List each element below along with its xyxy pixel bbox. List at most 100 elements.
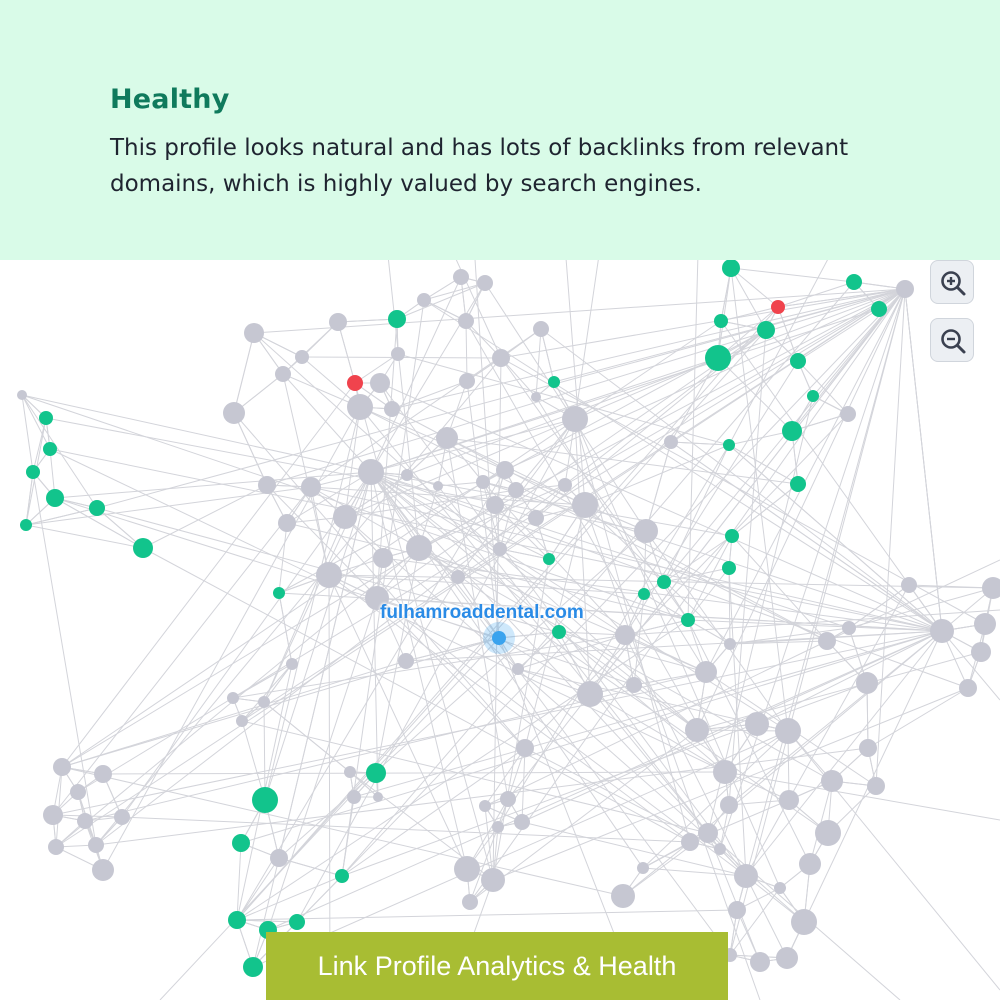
referring-domain-node[interactable] [486, 496, 504, 514]
healthy-domain-node[interactable] [757, 321, 775, 339]
referring-domain-node[interactable] [370, 373, 390, 393]
healthy-domain-node[interactable] [243, 957, 263, 977]
referring-domain-node[interactable] [626, 677, 642, 693]
referring-domain-node[interactable] [714, 843, 726, 855]
referring-domain-node[interactable] [516, 739, 534, 757]
referring-domain-node[interactable] [227, 692, 239, 704]
healthy-domain-node[interactable] [807, 390, 819, 402]
referring-domain-node[interactable] [734, 864, 758, 888]
referring-domain-node[interactable] [493, 542, 507, 556]
focus-domain-label[interactable]: fulhamroaddental.com [380, 602, 584, 623]
referring-domain-node[interactable] [433, 481, 443, 491]
referring-domain-node[interactable] [270, 849, 288, 867]
healthy-domain-node[interactable] [388, 310, 406, 328]
zoom-in-button[interactable] [930, 260, 974, 304]
referring-domain-node[interactable] [77, 813, 93, 829]
referring-domain-node[interactable] [479, 800, 491, 812]
referring-domain-node[interactable] [815, 820, 841, 846]
referring-domain-node[interactable] [496, 461, 514, 479]
referring-domain-node[interactable] [476, 475, 490, 489]
referring-domain-node[interactable] [799, 853, 821, 875]
referring-domain-node[interactable] [286, 658, 298, 670]
referring-domain-node[interactable] [533, 321, 549, 337]
referring-domain-node[interactable] [856, 672, 878, 694]
referring-domain-node[interactable] [53, 758, 71, 776]
referring-domain-node[interactable] [236, 715, 248, 727]
referring-domain-node[interactable] [417, 293, 431, 307]
referring-domain-node[interactable] [896, 280, 914, 298]
referring-domain-node[interactable] [508, 482, 524, 498]
referring-domain-node[interactable] [982, 577, 1000, 599]
focus-domain-node[interactable] [492, 631, 506, 645]
healthy-domain-node[interactable] [723, 439, 735, 451]
healthy-domain-node[interactable] [43, 442, 57, 456]
healthy-domain-node[interactable] [782, 421, 802, 441]
healthy-domain-node[interactable] [846, 274, 862, 290]
healthy-domain-node[interactable] [548, 376, 560, 388]
referring-domain-node[interactable] [750, 952, 770, 972]
toxic-domain-node[interactable] [347, 375, 363, 391]
referring-domain-node[interactable] [577, 681, 603, 707]
healthy-domain-node[interactable] [657, 575, 671, 589]
referring-domain-node[interactable] [492, 821, 504, 833]
referring-domain-node[interactable] [114, 809, 130, 825]
healthy-domain-node[interactable] [705, 345, 731, 371]
referring-domain-node[interactable] [258, 476, 276, 494]
referring-domain-node[interactable] [776, 947, 798, 969]
healthy-domain-node[interactable] [273, 587, 285, 599]
referring-domain-node[interactable] [275, 366, 291, 382]
healthy-domain-node[interactable] [20, 519, 32, 531]
referring-domain-node[interactable] [698, 823, 718, 843]
referring-domain-node[interactable] [664, 435, 678, 449]
referring-domain-node[interactable] [301, 477, 321, 497]
healthy-domain-node[interactable] [790, 476, 806, 492]
referring-domain-node[interactable] [454, 856, 480, 882]
referring-domain-node[interactable] [775, 718, 801, 744]
referring-domain-node[interactable] [481, 868, 505, 892]
referring-domain-node[interactable] [971, 642, 991, 662]
referring-domain-node[interactable] [358, 459, 384, 485]
referring-domain-node[interactable] [459, 373, 475, 389]
referring-domain-node[interactable] [344, 766, 356, 778]
referring-domain-node[interactable] [840, 406, 856, 422]
referring-domain-node[interactable] [329, 313, 347, 331]
toxic-domain-node[interactable] [771, 300, 785, 314]
referring-domain-node[interactable] [492, 349, 510, 367]
referring-domain-node[interactable] [48, 839, 64, 855]
referring-domain-node[interactable] [615, 625, 635, 645]
referring-domain-node[interactable] [867, 777, 885, 795]
referring-domain-node[interactable] [821, 770, 843, 792]
referring-domain-node[interactable] [724, 638, 736, 650]
referring-domain-node[interactable] [436, 427, 458, 449]
referring-domain-node[interactable] [462, 894, 478, 910]
referring-domain-node[interactable] [92, 859, 114, 881]
healthy-domain-node[interactable] [638, 588, 650, 600]
healthy-domain-node[interactable] [228, 911, 246, 929]
referring-domain-node[interactable] [637, 862, 649, 874]
healthy-domain-node[interactable] [289, 914, 305, 930]
referring-domain-node[interactable] [43, 805, 63, 825]
referring-domain-node[interactable] [333, 505, 357, 529]
referring-domain-node[interactable] [17, 390, 27, 400]
healthy-domain-node[interactable] [725, 529, 739, 543]
referring-domain-node[interactable] [453, 269, 469, 285]
referring-domain-node[interactable] [347, 790, 361, 804]
healthy-domain-node[interactable] [252, 787, 278, 813]
referring-domain-node[interactable] [94, 765, 112, 783]
healthy-domain-node[interactable] [26, 465, 40, 479]
referring-domain-node[interactable] [514, 814, 530, 830]
referring-domain-node[interactable] [695, 661, 717, 683]
referring-domain-node[interactable] [720, 796, 738, 814]
referring-domain-node[interactable] [818, 632, 836, 650]
referring-domain-node[interactable] [685, 718, 709, 742]
referring-domain-node[interactable] [500, 791, 516, 807]
referring-domain-node[interactable] [391, 347, 405, 361]
referring-domain-node[interactable] [930, 619, 954, 643]
referring-domain-node[interactable] [401, 469, 413, 481]
referring-domain-node[interactable] [244, 323, 264, 343]
referring-domain-node[interactable] [347, 394, 373, 420]
referring-domain-node[interactable] [713, 760, 737, 784]
referring-domain-node[interactable] [959, 679, 977, 697]
healthy-domain-node[interactable] [714, 314, 728, 328]
backlink-network-graph[interactable] [0, 260, 1000, 1000]
